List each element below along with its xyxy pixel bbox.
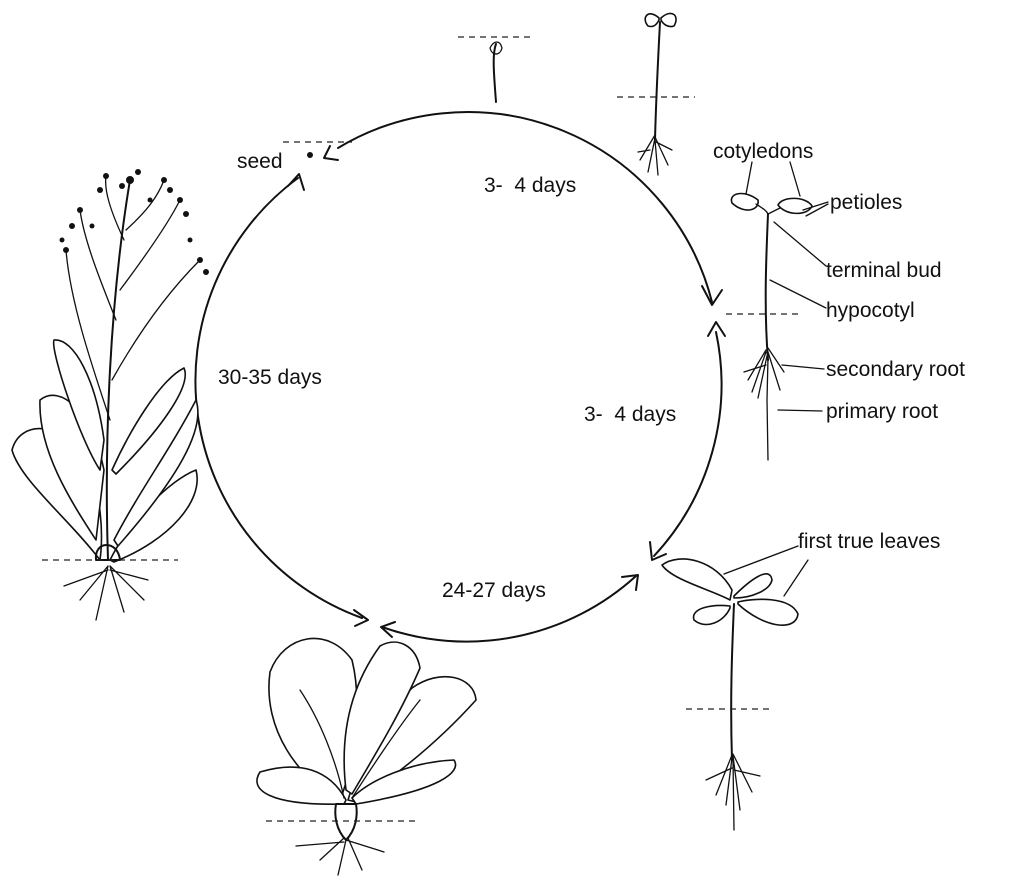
duration-seed-to-seedling: 3- 4 days bbox=[484, 175, 576, 196]
label-terminal-bud: terminal bud bbox=[826, 260, 942, 281]
label-first-true-leaves: first true leaves bbox=[798, 531, 940, 552]
label-secondary-root: secondary root bbox=[826, 359, 965, 380]
arc-rosette-to-seed bbox=[195, 178, 362, 618]
hypocotyl-stem bbox=[766, 214, 768, 360]
duration-seedling-to-true-leaves: 3- 4 days bbox=[584, 404, 676, 425]
seed-illustration bbox=[283, 142, 352, 158]
flowering-plant-illustration bbox=[12, 169, 209, 620]
duration-true-leaves-to-rosette: 24-27 days bbox=[442, 580, 546, 601]
true-leaves-plant-illustration bbox=[662, 546, 808, 830]
seed-dot bbox=[307, 152, 313, 158]
young-seedling-illustration bbox=[617, 13, 695, 175]
cotyledon-right bbox=[778, 198, 812, 213]
duration-rosette-to-seed: 30-35 days bbox=[218, 367, 322, 388]
label-seed: seed bbox=[237, 151, 283, 172]
cotyledon-seedling-illustration bbox=[726, 162, 828, 460]
label-primary-root: primary root bbox=[826, 401, 938, 422]
label-cotyledons: cotyledons bbox=[713, 141, 813, 162]
primary-root bbox=[767, 358, 768, 460]
true-leaf-right bbox=[734, 574, 772, 598]
label-hypocotyl: hypocotyl bbox=[826, 300, 915, 321]
arrowhead-seed bbox=[288, 174, 304, 190]
rosette-plant-illustration bbox=[257, 638, 476, 875]
true-leaf-left bbox=[662, 559, 732, 600]
arrowhead-seed-tail bbox=[324, 146, 338, 160]
arc-seed-to-seedling bbox=[338, 112, 712, 302]
label-petioles: petioles bbox=[830, 192, 902, 213]
germinating-seed-illustration bbox=[458, 37, 532, 102]
cotyledon-left bbox=[731, 194, 758, 211]
cycle-arrowheads bbox=[288, 146, 725, 637]
arc-seedling-to-true-leaves bbox=[654, 332, 721, 556]
